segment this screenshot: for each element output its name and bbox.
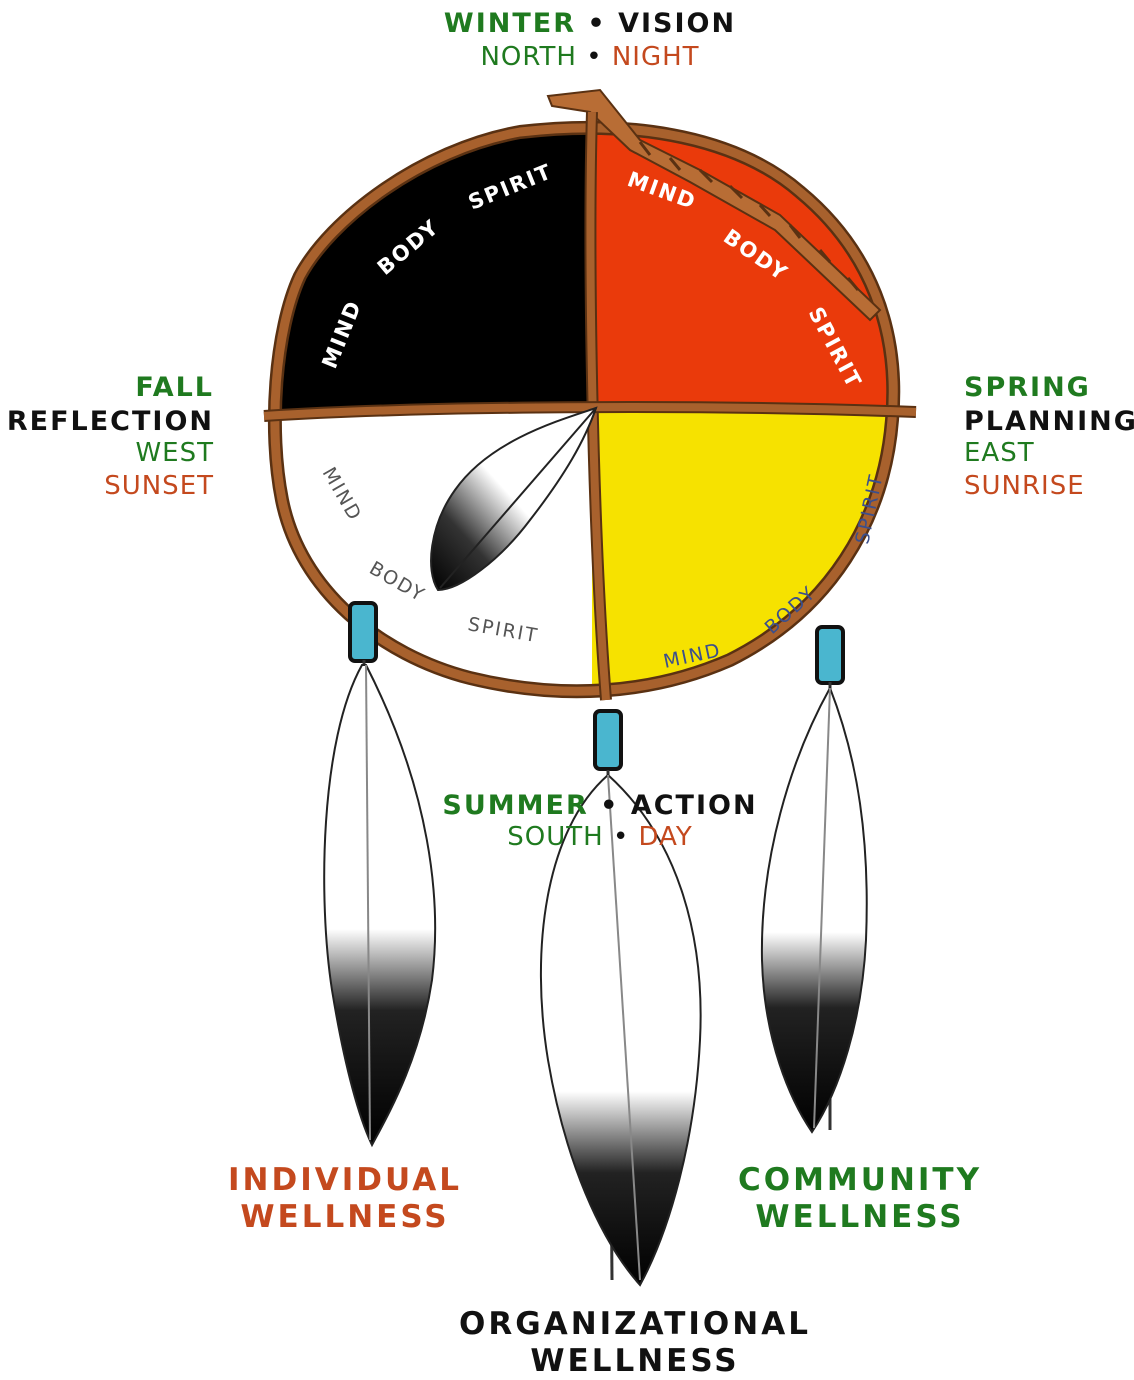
community-wellness-line1: COMMUNITY	[737, 1162, 983, 1198]
south-header: SUMMER • ACTION	[380, 792, 820, 819]
organizational-wellness-line1: ORGANIZATIONAL	[459, 1306, 811, 1342]
left-feather	[323, 664, 437, 1148]
left-pendant	[323, 601, 437, 1148]
center-feather	[430, 406, 598, 592]
center-feather-large	[539, 773, 702, 1287]
east-time: SUNRISE	[964, 471, 1085, 501]
north-separator-2: •	[586, 42, 603, 72]
center-pendant	[539, 709, 702, 1287]
south-direction: SOUTH	[507, 822, 604, 852]
hoop	[270, 123, 898, 696]
north-subheader: NORTH • NIGHT	[370, 44, 810, 70]
north-theme: VISION	[618, 8, 737, 39]
right-pendant	[760, 625, 868, 1134]
south-separator-2: •	[612, 822, 630, 852]
south-separator: •	[600, 790, 620, 821]
east-direction: EAST	[964, 438, 1035, 468]
community-wellness-label: COMMUNITY WELLNESS	[700, 1162, 1020, 1236]
cross-sticks	[263, 111, 917, 701]
north-direction: NORTH	[480, 42, 577, 72]
north-season: WINTER	[443, 8, 576, 39]
south-subheader: SOUTH • DAY	[380, 824, 820, 850]
individual-wellness-line1: INDIVIDUAL	[228, 1162, 462, 1198]
right-feather	[760, 685, 868, 1134]
north-separator: •	[587, 8, 607, 39]
north-header: WINTER • VISION	[370, 10, 810, 37]
organizational-wellness-label: ORGANIZATIONAL WELLNESS	[410, 1306, 860, 1380]
west-season: FALL	[135, 372, 214, 403]
west-time: SUNSET	[104, 471, 214, 501]
left-bead	[348, 601, 378, 663]
east-theme: PLANNING	[964, 406, 1134, 437]
south-time: DAY	[638, 822, 693, 852]
north-time: NIGHT	[611, 42, 700, 72]
west-theme: REFLECTION	[6, 406, 214, 437]
center-bead	[593, 709, 623, 771]
south-season: SUMMER	[442, 790, 589, 821]
individual-wellness-label: INDIVIDUAL WELLNESS	[190, 1162, 500, 1236]
organizational-wellness-line2: WELLNESS	[530, 1343, 740, 1379]
community-wellness-line2: WELLNESS	[755, 1199, 965, 1235]
east-season: SPRING	[964, 372, 1091, 403]
west-direction: WEST	[135, 438, 214, 468]
right-bead	[815, 625, 845, 685]
north-quadrant	[274, 127, 592, 410]
individual-wellness-line2: WELLNESS	[240, 1199, 450, 1235]
south-theme: ACTION	[630, 790, 758, 821]
